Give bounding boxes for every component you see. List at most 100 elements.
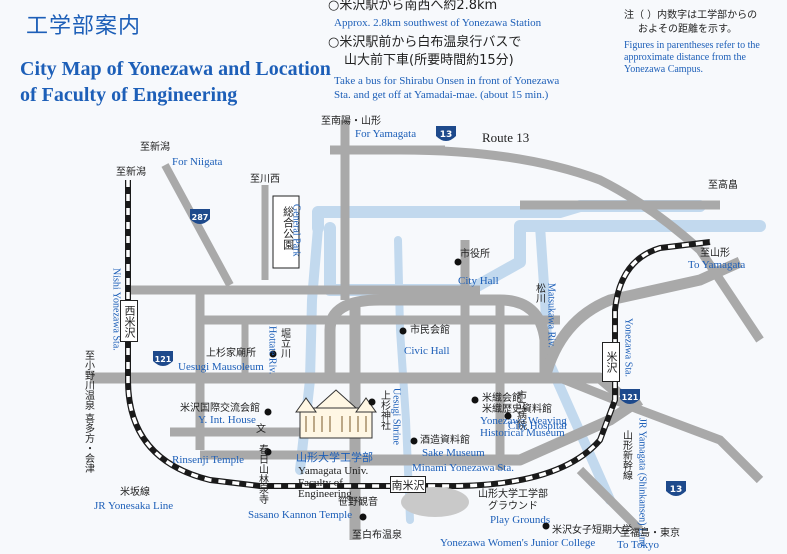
route-13-north [330, 145, 764, 343]
dot-city-office [454, 258, 462, 266]
label-matsukawa-en: Matsukawa Riv. [545, 283, 557, 348]
label-uesugi-mausoleum-en: Uesugi Mausoleum [178, 361, 264, 373]
label-route-13: Route 13 [482, 130, 530, 145]
label-womens-college-ja: 米沢女子短期大学 [552, 525, 632, 536]
road-tokyo [576, 466, 644, 534]
label-yonesaka-en: JR Yonesaka Line [94, 500, 174, 512]
road-niigata [161, 163, 234, 287]
label-womens-college-en: Yonezawa Women's Junior College [440, 537, 596, 549]
label-rinsenji-en: Rinsenji Temple [172, 454, 245, 466]
label-to-tokyo: To Tokyo [617, 539, 659, 551]
label-park-ja: 総合公園 [281, 206, 295, 250]
landmark-dots [264, 258, 550, 530]
note-en-line1: Figures in parentheses refer to the [624, 40, 760, 51]
station-yonezawa: 米沢 [602, 342, 620, 382]
direction-2-ja-line1: ○米沢駅前から白布温泉行バスで [328, 35, 522, 50]
label-to-nanyo-yamagata: 至南陽・山形 [321, 116, 381, 127]
label-grounds-ja1: 山形大学工学部 [478, 489, 548, 500]
rail-outer-ticks [126, 180, 711, 488]
label-civic-ja: 市民会館 [410, 325, 450, 336]
road-east-curve [539, 256, 743, 380]
label-intl-house-ja: 米沢国際交流会館 [180, 403, 260, 414]
label-grounds-ja2: グラウンド [488, 501, 538, 512]
building-body [299, 407, 373, 439]
label-to-takahata: 至高畠 [708, 180, 738, 191]
route-287-badge: 287 [190, 209, 210, 224]
label-to-fukushima-tokyo: 至福島・東京 [620, 528, 680, 539]
dot-hospital [504, 412, 512, 420]
roads [90, 120, 764, 540]
label-faculty-ja: 山形大学工学部 [296, 451, 373, 464]
direction-1-en: Approx. 2.8km southwest of Yonezawa Stat… [334, 17, 542, 29]
direction-1-ja: ○米沢駅から南西へ約2.8km [328, 0, 498, 13]
dot-orimono [471, 396, 479, 404]
direction-2-en-line1: Take a bus for Shirabu Onsen in front of… [334, 75, 560, 87]
label-hospital-ja: 市立病院 [514, 390, 526, 430]
label-to-niigata-2: 至新潟 [116, 167, 146, 178]
building-roof-left [295, 397, 317, 413]
route-13-badge-north: 13 [436, 126, 456, 141]
label-minami-yonezawa-en: Minami Yonezawa Sta. [412, 462, 515, 474]
label-yonezawa-sta-en: Yonezawa Sta. [622, 318, 634, 377]
label-sasano-ja: 笹野観音 [338, 497, 378, 508]
label-intl-house-en: Y. Int. House [198, 414, 256, 426]
label-uesugi-shrine-en: Uesugi Shrine [390, 388, 402, 445]
note-ja-line2: およその距離を示す。 [638, 24, 737, 35]
label-city-hall: City Hall [458, 275, 499, 287]
note-en-line2: approximate distance from the [624, 52, 746, 63]
svg-text:287: 287 [192, 213, 209, 222]
label-yonesaka-ja: 米坂線 [120, 487, 150, 498]
dot-sasano [359, 513, 367, 521]
label-hospital-en: City Hospital [508, 420, 567, 432]
dot-sake [410, 437, 418, 445]
label-faculty-en3: Engineering [298, 488, 352, 500]
note-ja-line1: 注（ ）内数字は工学部からの [624, 10, 758, 21]
label-nishi-yonezawa-en: Nishi Yonezawa Sta. [110, 268, 122, 351]
direction-2-en-line2: Sta. and get off at Yamadai-mae. (about … [334, 89, 549, 101]
dot-uesugi-shrine [368, 398, 376, 406]
label-to-yamagata-ja: 至山形 [700, 248, 730, 259]
label-for-yamagata: For Yamagata [355, 128, 417, 140]
svg-text:13: 13 [440, 130, 453, 140]
road-center-ring [324, 294, 551, 378]
label-faculty-en2: Faculty of [298, 477, 343, 489]
building-roof-center [314, 389, 358, 409]
play-grounds-field [401, 487, 469, 517]
label-faculty-en1: Yamagata Univ. [298, 465, 369, 477]
label-hottate-en: Hottate Riv. [266, 326, 278, 375]
label-jr-shinkansen-en: JR Yamagata (Shinkansen) Line [636, 418, 648, 547]
dot-intl-house [264, 408, 272, 416]
title-english-line2: of Faculty of Engineering [20, 84, 238, 106]
label-kasugayama-ja: 春日山林泉寺 [256, 444, 268, 504]
label-uesugi-shrine-ja: 上杉神社 [378, 390, 390, 430]
label-park-en: General Park [290, 204, 302, 257]
school-symbol: 文 [256, 424, 266, 435]
dot-uesugi-mausoleum [269, 350, 277, 358]
label-weaving-en2: Historical Museum [480, 427, 565, 439]
direction-2-ja-line2: 山大前下車(所要時間約15分) [344, 53, 514, 68]
label-to-onsen-aizu: 至小野川温泉 喜多方・会津 [82, 350, 94, 474]
dot-civic-hall [399, 327, 407, 335]
label-to-shirabu: 至白布温泉 [352, 530, 402, 541]
rivers [295, 200, 766, 524]
label-matsukawa-ja: 松川 [533, 283, 545, 303]
road-route121-east [558, 373, 764, 484]
label-sasano-en: Sasano Kannon Temple [248, 509, 353, 521]
route-badges: 13 287 121 121 13 [153, 126, 686, 496]
dot-womens-college [542, 522, 550, 530]
note-en-line3: Yonezawa Campus. [624, 64, 703, 75]
label-weaving-en1: Yonezawa Weaving [480, 415, 567, 427]
label-to-kawanishi: 至川西 [250, 174, 280, 185]
route-13-badge-south: 13 [666, 481, 686, 496]
label-orimono-ja1: 米織会館 [482, 393, 522, 404]
label-civic-en: Civic Hall [404, 345, 450, 357]
label-uesugi-mausoleum-ja: 上杉家廟所 [206, 348, 256, 359]
building-windows [305, 416, 367, 432]
label-to-niigata-1: 至新潟 [140, 142, 170, 153]
campus-building-illustration [295, 389, 377, 439]
route-121-badge-east: 121 [620, 389, 640, 404]
svg-text:121: 121 [622, 393, 639, 402]
label-sake-en: Sake Museum [422, 447, 485, 459]
